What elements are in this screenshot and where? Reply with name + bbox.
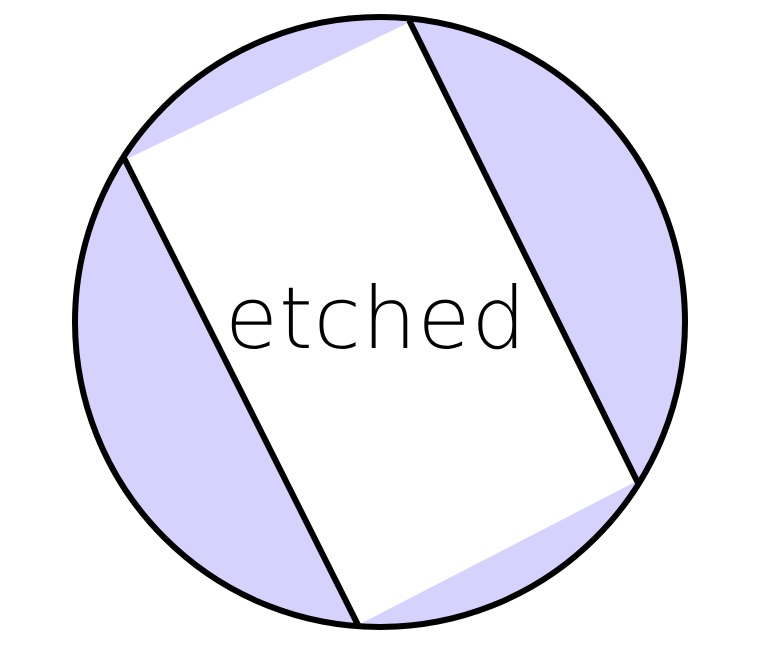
right-chord-line: [407, 19, 640, 484]
center-stripe: [125, 22, 637, 625]
left-chord-line: [122, 157, 361, 628]
diagram-label: etched: [225, 269, 527, 369]
circle-outline: [72, 14, 688, 630]
